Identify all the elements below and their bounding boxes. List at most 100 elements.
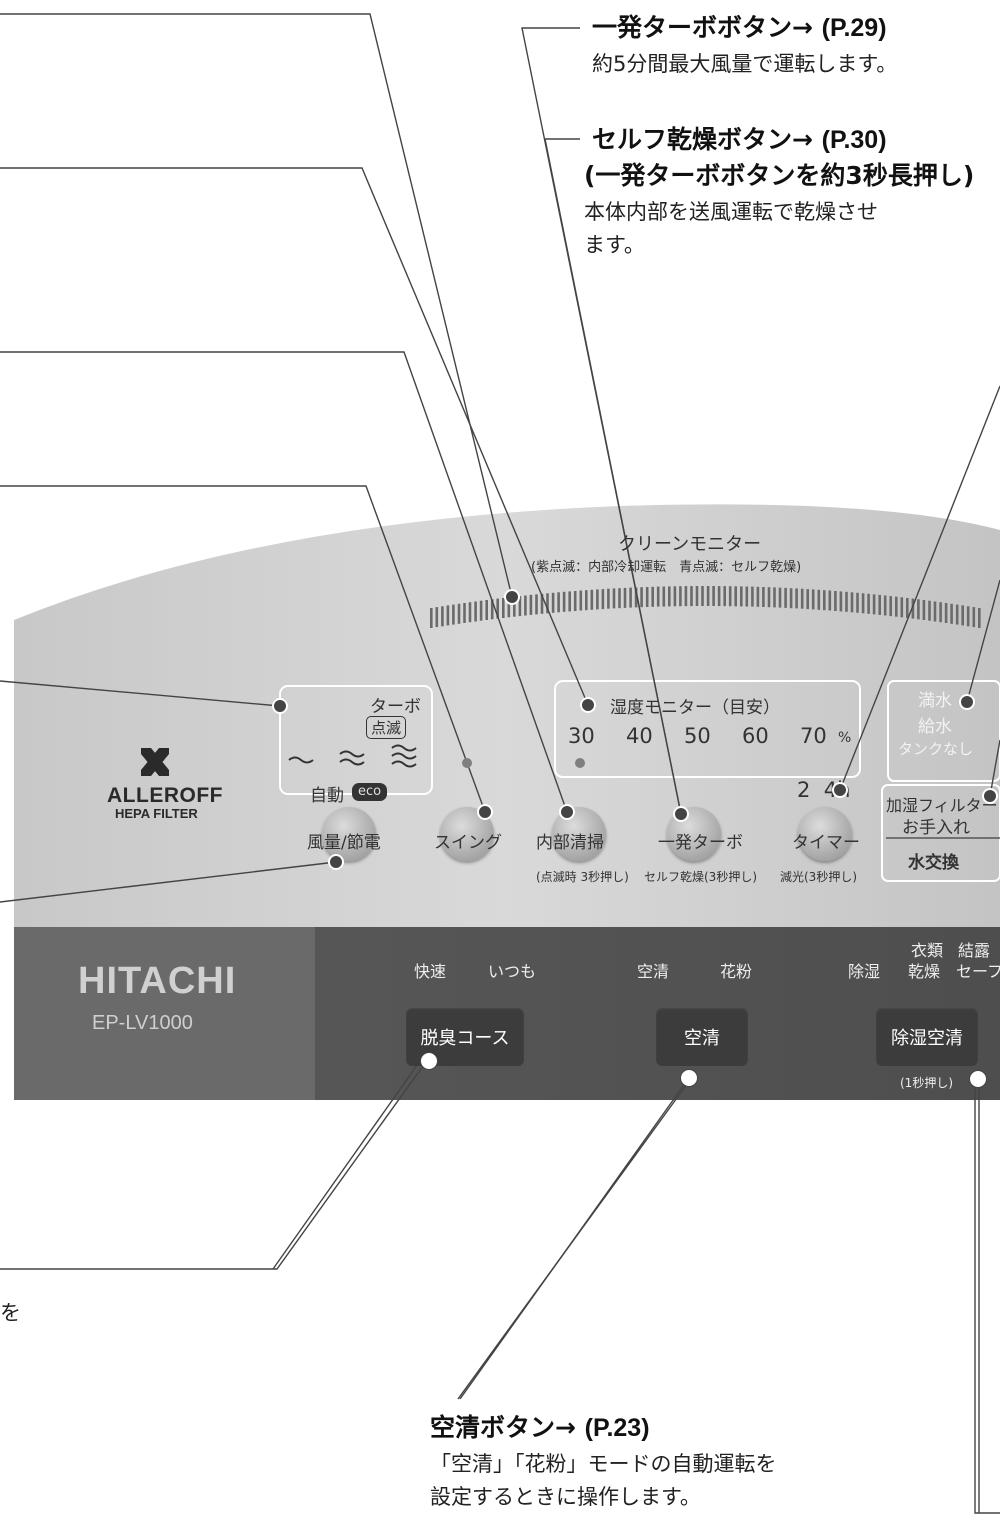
clean-monitor-bar [529, 594, 533, 615]
tank-box [887, 680, 1000, 782]
clean-monitor-bar [640, 587, 643, 608]
clean-monitor-bars [430, 586, 981, 628]
naibu-led [575, 758, 585, 768]
clean-monitor-bar [562, 591, 566, 612]
clean-monitor-bar [540, 593, 544, 614]
dehum-sub-label: (1秒押し) [900, 1076, 953, 1090]
clean-monitor-bar [607, 588, 610, 609]
brand-sub-text: HEPA FILTER [115, 806, 198, 821]
kusei-callout-desc1: 「空清」「花粉」モードの自動運転を [430, 1452, 777, 1476]
airflow-low-glyph [288, 756, 314, 764]
callout-dot-swing [477, 804, 493, 820]
callout-dot-tank [959, 694, 975, 710]
clean-monitor-bar [839, 591, 843, 612]
clean-monitor-bar [596, 589, 599, 610]
tank-none-label: タンクなし [898, 740, 974, 758]
turbo-indicator-label: ターボ [370, 697, 421, 717]
clean-monitor-bar [861, 593, 865, 614]
deodor-mode-fast: 快速 [414, 962, 447, 981]
clean-monitor-bar [895, 596, 898, 617]
callout-dot-humidity [580, 697, 596, 713]
clean-monitor-bar [900, 597, 904, 618]
humidity-unit: % [838, 730, 852, 746]
clean-monitor-bar [518, 596, 522, 617]
turbo-callout-desc: 約5分間最大風量で運転します。 [592, 52, 898, 76]
clean-monitor-bar [955, 604, 959, 625]
dehum-mode-condensation: 結露 [958, 941, 991, 960]
timer-button[interactable] [798, 807, 852, 861]
clean-monitor-bar [723, 586, 726, 607]
airflow-high-glyph [391, 744, 417, 768]
clean-monitor-bar [784, 587, 787, 608]
callout-dot-kusei [680, 1069, 698, 1087]
clean-monitor-bar [557, 592, 560, 613]
dehum-kusei-button[interactable]: 除湿空清 [876, 1008, 978, 1066]
kusei-button[interactable]: 空清 [656, 1008, 748, 1066]
kusei-callout-desc2: 設定するときに操作します。 [430, 1485, 701, 1509]
leader-lines [0, 13, 1000, 1514]
humidity-box [554, 680, 861, 778]
selfdry-callout-sub: (一発ターボボタンを約3秒長押し) [584, 161, 975, 190]
clean-monitor-bar [939, 602, 942, 623]
clean-monitor-bar [811, 589, 815, 610]
humidity-monitor-title: 湿度モニター（目安） [610, 698, 780, 718]
clean-monitor-bar [446, 605, 450, 626]
clean-monitor-bar [485, 600, 488, 620]
clean-monitor-bar [978, 608, 981, 628]
humidity-value: 70 [800, 724, 827, 748]
clean-monitor-bar [463, 603, 466, 623]
clean-monitor-bar [883, 595, 887, 616]
turbo-button-label: 一発ターボ [658, 833, 743, 853]
clean-monitor-bar [762, 587, 765, 607]
humidity-value: 50 [684, 724, 711, 748]
swing-button-label: スイング [434, 833, 502, 853]
turbo-sub-label: セルフ乾燥(3秒押し) [644, 870, 757, 884]
callout-dot-naibu [559, 804, 575, 820]
model-number: EP-LV1000 [92, 1012, 193, 1034]
deodor-mode-always: いつも [488, 962, 537, 981]
callout-dot-filter [982, 788, 998, 804]
clean-monitor-bar [773, 587, 776, 608]
callout-dot-airflow [272, 698, 288, 714]
callout-dot-dehum [969, 1070, 987, 1088]
dehum-mode-clothes: 衣類 [911, 941, 944, 960]
timer-sub-label: 減光(3秒押し) [780, 870, 857, 884]
clean-monitor-bar [740, 586, 743, 607]
callout-dot-timer [832, 782, 848, 798]
humidity-scale: 30 40 50 60 70 % [568, 724, 858, 748]
clean-monitor-bar [950, 603, 953, 624]
clean-monitor-bar [928, 600, 931, 621]
clean-monitor-bar [906, 598, 909, 618]
clean-monitor-bar [690, 586, 693, 607]
auto-label: 自動 [310, 786, 344, 806]
clean-monitor-bar [933, 601, 937, 622]
clean-monitor-bar [435, 607, 439, 628]
fuuryo-button[interactable] [322, 807, 376, 861]
clean-monitor-bar [673, 586, 677, 607]
clean-monitor-bar [806, 589, 809, 610]
clean-monitor-bar [734, 586, 737, 607]
clean-monitor-bar [474, 601, 477, 622]
silver-panel [14, 504, 1000, 927]
kusei-mode-clean: 空清 [637, 962, 670, 981]
clean-monitor-bar [656, 586, 660, 607]
turbo-callout-title: 一発ターボボタン→ (P.29) [592, 13, 887, 42]
clean-monitor-bar [878, 594, 881, 615]
blink-indicator-label: 点滅 [366, 716, 407, 739]
brand-logo-text: ALLEROFF [107, 784, 223, 807]
humidity-value: 30 [568, 724, 595, 748]
dehum-mode-dry: 乾燥 [908, 962, 941, 981]
clean-monitor-bar [961, 605, 964, 626]
clean-monitor-bar [834, 591, 837, 611]
clean-monitor-bar [745, 586, 749, 607]
clean-monitor-bar [430, 608, 433, 628]
callout-dot-turbo [673, 806, 689, 822]
clean-monitor-bar [568, 591, 571, 612]
naibu-sub-label: (点滅時 3秒押し) [536, 870, 629, 884]
clean-monitor-bar [546, 593, 549, 614]
clean-monitor-bar [585, 590, 588, 611]
clean-monitor-sub: (紫点滅：内部冷却運転 青点滅：セルフ乾燥) [531, 560, 802, 575]
clean-monitor-bar [823, 590, 826, 611]
clean-monitor-bar [507, 597, 511, 618]
clean-monitor-bar [645, 587, 649, 607]
